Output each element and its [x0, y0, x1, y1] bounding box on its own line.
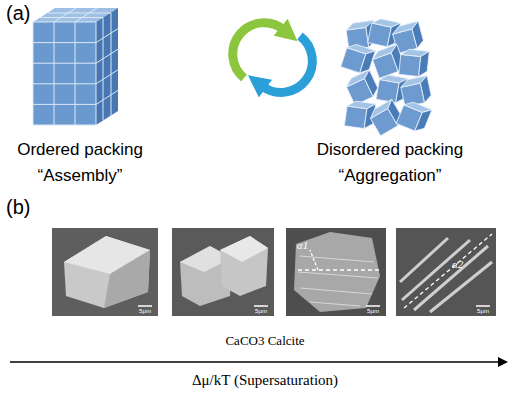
caption-text: Ordered packing	[17, 140, 143, 160]
scale-bar-label: 5μm	[255, 308, 267, 315]
panel-label: (b)	[6, 196, 30, 219]
caption-text: Disordered packing	[317, 140, 463, 160]
reversible-arrows	[233, 23, 313, 93]
scale-bar-label: 5μm	[367, 308, 379, 315]
ordered-stack	[33, 8, 118, 125]
angle-label: α2	[452, 258, 463, 271]
scale-bar-label: 5μm	[477, 308, 489, 315]
material-label: CaCO3 Calcite	[225, 334, 304, 349]
panel-label: (a)	[6, 2, 30, 25]
scale-bar-label: 5μm	[139, 308, 151, 315]
caption-text: “Aggregation”	[338, 166, 441, 186]
axis-arrow	[10, 361, 506, 363]
axis-label: Δμ/kT (Supersaturation)	[192, 372, 338, 389]
caption-text: “Assembly”	[37, 166, 122, 186]
sem-images	[52, 228, 496, 316]
disordered-stack	[341, 17, 433, 136]
angle-label: α1	[297, 239, 308, 252]
